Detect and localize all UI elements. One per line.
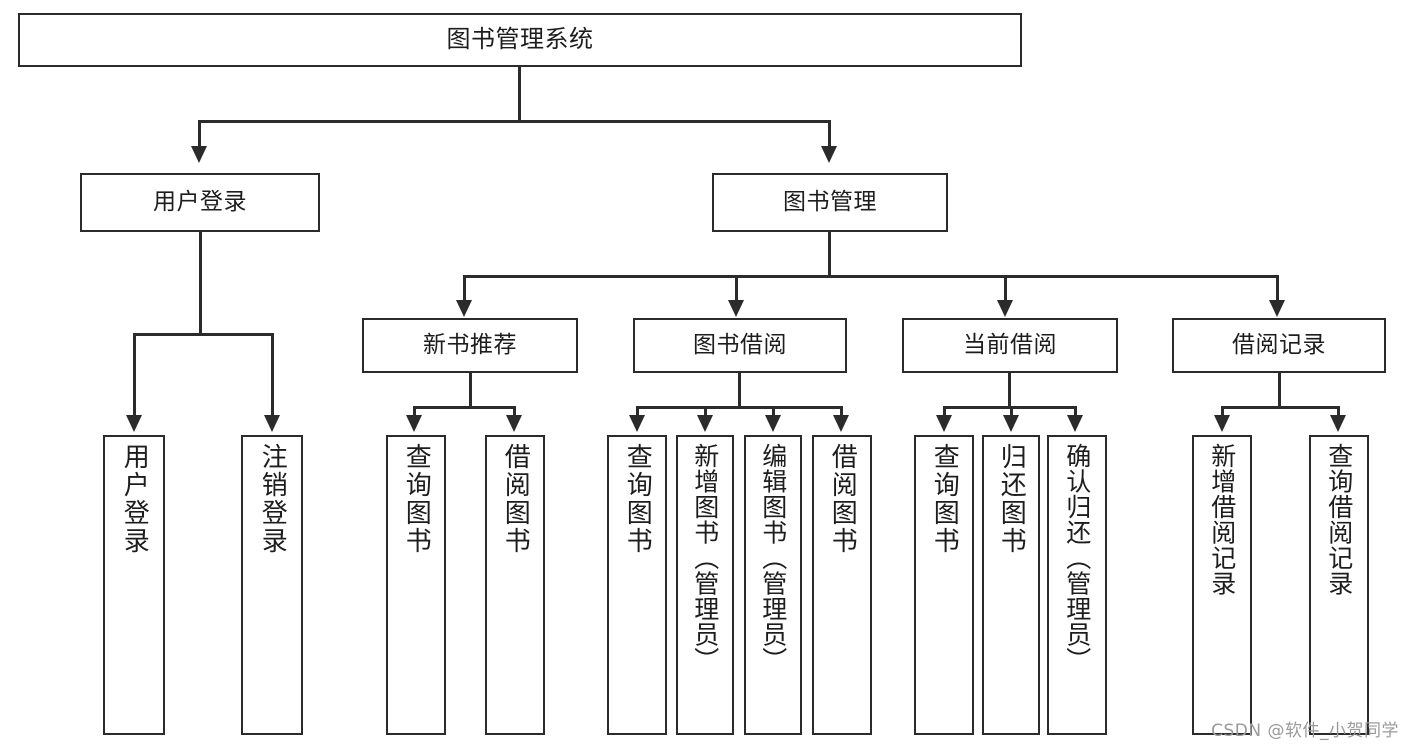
connector-currentborrow-stem: [1008, 373, 1011, 408]
connector-currentborrow-drop-2: [1010, 406, 1013, 417]
leaf-add-book[interactable]: 新增图书（管理员）: [676, 435, 734, 735]
node-current-borrow[interactable]: 当前借阅: [902, 318, 1118, 373]
connector-user-login-stem: [199, 232, 202, 335]
node-book-borrow[interactable]: 图书借阅: [633, 318, 847, 373]
connector-currentborrow-drop-3: [1074, 406, 1077, 417]
node-label: 新增借阅记录: [1207, 443, 1237, 596]
csdn-watermark: CSDN @软件_小贺同学: [1211, 721, 1399, 741]
node-root-system[interactable]: 图书管理系统: [18, 13, 1022, 67]
node-label: 编辑图书（管理员）: [758, 443, 788, 673]
node-new-book-recommend[interactable]: 新书推荐: [362, 318, 578, 373]
arrow-to-leaf-query-record: [1330, 415, 1346, 432]
leaf-query-record[interactable]: 查询借阅记录: [1309, 435, 1369, 735]
arrow-to-leaf-logout: [264, 415, 280, 432]
arrow-to-leaf-query-book-1: [406, 415, 422, 432]
leaf-query-book-3[interactable]: 查询图书: [914, 435, 974, 735]
leaf-confirm-return[interactable]: 确认归还（管理员）: [1047, 435, 1107, 735]
connector-newbook-drop-1: [413, 406, 416, 417]
node-label: 借阅记录: [1232, 332, 1326, 359]
connector-book-mgmt-drop-3: [1004, 275, 1007, 302]
node-label: 借阅图书: [500, 443, 531, 555]
arrow-to-leaf-query-book-2: [629, 415, 645, 432]
connector-book-mgmt-stem: [828, 232, 831, 277]
node-label: 查询图书: [929, 443, 960, 555]
arrow-to-leaf-add-record: [1214, 415, 1230, 432]
connector-bookborrow-drop-4: [840, 406, 843, 417]
arrow-to-leaf-edit-book: [765, 415, 781, 432]
connector-user-login-bus: [133, 333, 274, 336]
arrow-to-leaf-add-book: [697, 415, 713, 432]
arrow-to-leaf-borrow-book-1: [506, 415, 522, 432]
connector-borrowrecord-stem: [1278, 373, 1281, 408]
node-label: 新增图书（管理员）: [690, 443, 720, 673]
connector-bookborrow-stem: [738, 373, 741, 408]
node-label: 当前借阅: [963, 332, 1057, 359]
node-label: 查询借阅记录: [1324, 443, 1354, 596]
arrow-to-leaf-confirm-return: [1067, 415, 1083, 432]
leaf-borrow-book-1[interactable]: 借阅图书: [485, 435, 545, 735]
connector-user-login-drop-1: [133, 333, 136, 417]
connector-bookborrow-drop-1: [636, 406, 639, 417]
arrow-to-new-book-recommend: [456, 300, 472, 317]
connector-bookborrow-bus: [636, 406, 843, 409]
connector-book-mgmt-drop-1: [463, 275, 466, 302]
arrow-to-leaf-return-book: [1003, 415, 1019, 432]
node-borrow-record[interactable]: 借阅记录: [1172, 318, 1386, 373]
node-user-login[interactable]: 用户登录: [80, 173, 320, 232]
connector-currentborrow-drop-1: [943, 406, 946, 417]
arrow-to-leaf-borrow-book-2: [833, 415, 849, 432]
node-label: 图书借阅: [693, 332, 787, 359]
arrow-to-borrow-record: [1269, 300, 1285, 317]
leaf-return-book[interactable]: 归还图书: [982, 435, 1040, 735]
node-book-management[interactable]: 图书管理: [712, 173, 948, 232]
node-label: 注销登录: [257, 443, 288, 555]
connector-book-mgmt-drop-4: [1276, 275, 1279, 302]
node-label: 图书管理: [783, 189, 877, 216]
arrow-to-current-borrow: [997, 300, 1013, 317]
leaf-query-book-2[interactable]: 查询图书: [607, 435, 667, 735]
connector-bookborrow-drop-3: [772, 406, 775, 417]
leaf-logout[interactable]: 注销登录: [241, 435, 303, 735]
arrow-to-leaf-user-login: [126, 415, 142, 432]
node-label: 用户登录: [153, 189, 247, 216]
connector-root-down: [518, 67, 521, 121]
leaf-add-record[interactable]: 新增借阅记录: [1192, 435, 1252, 735]
node-label: 用户登录: [119, 443, 150, 555]
connector-newbook-drop-2: [513, 406, 516, 417]
node-label: 图书管理系统: [446, 25, 594, 54]
arrow-to-leaf-query-book-3: [936, 415, 952, 432]
connector-borrowrecord-bus: [1221, 406, 1339, 409]
leaf-borrow-book-2[interactable]: 借阅图书: [812, 435, 872, 735]
connector-root-drop-user: [198, 120, 201, 148]
connector-borrowrecord-drop-1: [1221, 406, 1224, 417]
leaf-query-book-1[interactable]: 查询图书: [386, 435, 446, 735]
connector-book-mgmt-bus: [463, 275, 1278, 278]
node-label: 借阅图书: [827, 443, 858, 555]
node-label: 归还图书: [996, 443, 1027, 555]
node-label: 查询图书: [622, 443, 653, 555]
node-label: 确认归还（管理员）: [1062, 443, 1092, 673]
leaf-user-login[interactable]: 用户登录: [103, 435, 165, 735]
connector-newbook-stem: [469, 373, 472, 408]
node-label: 查询图书: [401, 443, 432, 555]
leaf-edit-book[interactable]: 编辑图书（管理员）: [744, 435, 802, 735]
connector-newbook-bus: [413, 406, 515, 409]
connector-root-bus: [198, 120, 831, 123]
connector-book-mgmt-drop-2: [735, 275, 738, 302]
connector-user-login-drop-2: [271, 333, 274, 417]
node-label: 新书推荐: [423, 332, 517, 359]
connector-borrowrecord-drop-2: [1337, 406, 1340, 417]
connector-bookborrow-drop-2: [704, 406, 707, 417]
arrow-to-book-management: [821, 146, 837, 163]
arrow-to-user-login: [191, 146, 207, 163]
connector-root-drop-book: [828, 120, 831, 148]
arrow-to-book-borrow: [728, 300, 744, 317]
